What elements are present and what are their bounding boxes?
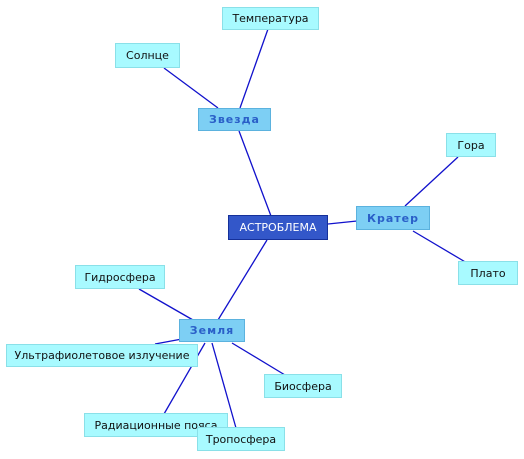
leaf-node-label: Солнце [126,49,169,62]
connector-crater-mountain [404,156,459,207]
connector-earth-uv [154,338,183,345]
leaf-node-uv-radiation[interactable]: Ультрафиолетовое излучение [6,344,198,367]
connector-earth-hydrosphere [138,288,194,321]
leaf-node-sun[interactable]: Солнце [115,43,180,68]
leaf-node-biosphere[interactable]: Биосфера [264,374,342,398]
connector-star-temperature [239,28,269,109]
leaf-node-label: Температура [232,12,309,25]
root-node-astrobleme[interactable]: АСТРОБЛЕМА [228,215,328,240]
root-node-label: АСТРОБЛЕМА [239,221,317,234]
leaf-node-label: Гидросфера [84,270,156,284]
leaf-node-hydrosphere[interactable]: Гидросфера [75,265,165,289]
connector-earth-troposphere [211,342,237,429]
connector-star-sun [163,67,219,109]
branch-node-label: Кратер [367,211,419,225]
branch-node-crater[interactable]: Кратер [356,206,430,230]
branch-node-earth[interactable]: Земля [179,319,245,342]
leaf-node-label: Биосфера [274,379,332,393]
branch-node-label: Звезда [209,113,260,126]
leaf-node-plateau[interactable]: Плато [458,261,518,285]
connector-crater-plateau [412,230,468,264]
connector-earth-biosphere [231,342,286,376]
leaf-node-label: Радиационные пояса [94,418,218,432]
leaf-node-mountain[interactable]: Гора [446,133,496,157]
leaf-node-troposphere[interactable]: Тропосфера [197,427,285,451]
connector-root-earth [217,239,268,321]
leaf-node-temperature[interactable]: Температура [222,7,319,30]
leaf-node-label: Тропосфера [205,432,277,446]
leaf-node-label: Плато [470,266,506,280]
leaf-node-label: Ультрафиолетовое излучение [14,349,190,362]
connector-root-crater [327,220,358,225]
connector-root-star [238,130,272,217]
branch-node-label: Земля [189,324,235,337]
leaf-node-label: Гора [457,138,485,152]
connector-earth-radiation [163,342,206,415]
branch-node-star[interactable]: Звезда [198,108,271,131]
